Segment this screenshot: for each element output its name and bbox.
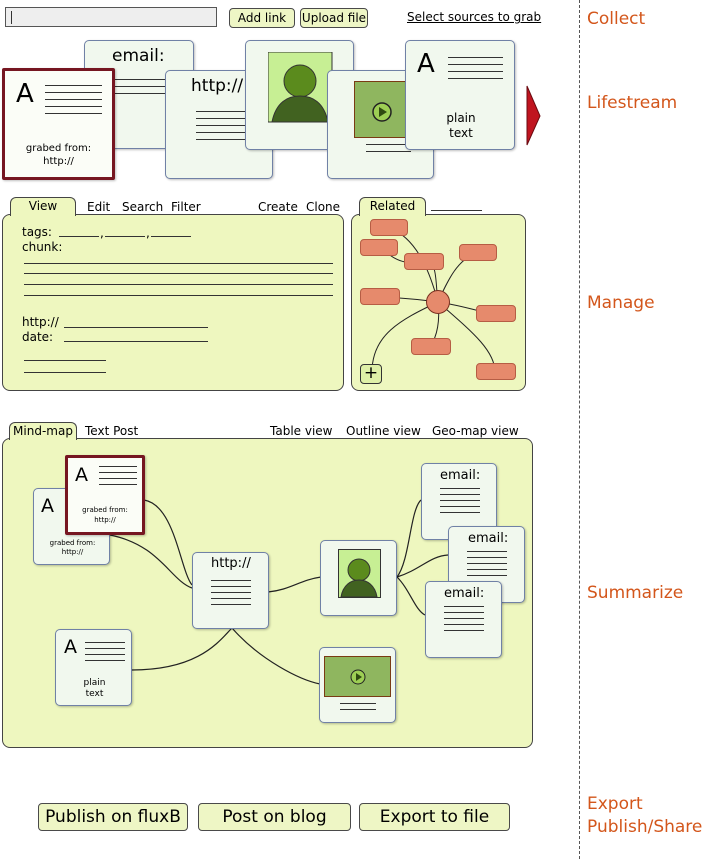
section-label-manage: Manage (587, 293, 655, 313)
card-plain-label: plain (83, 678, 106, 688)
section-label-summarize: Summarize (587, 583, 684, 603)
add-link-button[interactable]: Add link (229, 8, 295, 28)
card-text-lines (444, 606, 484, 636)
card-grabbed-from: grabed from: (82, 506, 128, 514)
tab-search[interactable]: Search (122, 200, 164, 214)
date-field[interactable] (64, 341, 208, 342)
related-node[interactable] (360, 239, 398, 256)
tab-mindmap[interactable]: Mind-map (9, 422, 77, 440)
publish-fluxb-button[interactable]: Publish on fluxB (38, 803, 188, 831)
card-grabbed-url: http:// (61, 548, 84, 556)
card-text-lines (196, 111, 251, 146)
card-text-lines (440, 488, 480, 518)
card-text-lines (211, 580, 251, 610)
card-grabbed-url: http:// (94, 516, 116, 524)
section-label-lifestream: Lifestream (587, 93, 678, 113)
manage-detail-panel (2, 214, 344, 391)
date-label: date: (22, 330, 54, 344)
section-divider (579, 0, 580, 859)
url-label: http:// (22, 315, 59, 329)
section-label-export: Export (587, 794, 643, 814)
tab-edit[interactable]: Edit (87, 200, 111, 214)
card-grabbed-from: grabed from: (25, 143, 92, 154)
clone-button[interactable]: Clone (306, 200, 341, 214)
card-http-label: http:// (211, 556, 251, 571)
tag-separator: , (100, 226, 104, 240)
related-tab-placeholder[interactable] (431, 210, 482, 211)
tag-field-1[interactable] (59, 236, 99, 237)
tab-tableview[interactable]: Table view (270, 424, 333, 438)
select-sources-link[interactable]: Select sources to grab (407, 10, 542, 24)
tab-filter[interactable]: Filter (171, 200, 201, 214)
source-url-input[interactable] (5, 7, 217, 27)
card-text-lines (45, 85, 102, 120)
related-node[interactable] (360, 288, 400, 305)
card-text-lines (467, 551, 507, 581)
card-grabbed-from: grabed from: (49, 539, 96, 547)
card-email-label: email: (440, 468, 481, 483)
card-letter-a: A (64, 636, 77, 658)
card-email-label: email: (444, 586, 485, 601)
card-text-lines (340, 703, 376, 716)
card-letter-a: A (41, 495, 54, 517)
mindmap-http-card[interactable]: http:// (192, 552, 269, 629)
card-plain-label: plain (446, 111, 476, 125)
text-cursor (11, 11, 12, 24)
tab-textpost[interactable]: Text Post (85, 424, 139, 438)
tab-related[interactable]: Related (359, 197, 426, 216)
video-thumbnail-icon (324, 656, 391, 697)
card-text-lines (99, 466, 137, 490)
post-blog-button[interactable]: Post on blog (198, 803, 351, 831)
upload-file-button[interactable]: Upload file (300, 8, 368, 28)
tab-view[interactable]: View (10, 197, 76, 216)
related-node[interactable] (370, 219, 408, 236)
mindmap-selected-card[interactable]: A grabed from: http:// (65, 455, 145, 535)
related-node[interactable] (476, 305, 516, 322)
related-center-node[interactable] (426, 290, 450, 314)
related-node[interactable] (404, 253, 444, 270)
card-text-label: text (85, 689, 104, 699)
card-letter-a: A (417, 49, 435, 79)
lifestream-play-arrow-icon[interactable] (526, 85, 542, 147)
section-label-publish-share: Publish/Share (587, 817, 703, 837)
card-text-lines (115, 79, 170, 100)
card-email-label: email: (112, 46, 165, 66)
tags-label: tags: (22, 225, 52, 239)
tab-outlineview[interactable]: Outline view (346, 424, 421, 438)
card-letter-a: A (75, 464, 88, 486)
section-label-collect: Collect (587, 9, 646, 29)
mindmap-avatar-card[interactable] (320, 540, 397, 616)
card-grabbed-url: http:// (43, 156, 74, 167)
url-field[interactable] (64, 327, 208, 328)
card-text-label: text (449, 126, 473, 140)
card-text-lines (366, 144, 411, 158)
chunk-label: chunk: (22, 240, 63, 254)
mindmap-video-card[interactable] (319, 647, 396, 723)
card-letter-a: A (16, 79, 34, 109)
lifestream-plaintext-card[interactable]: A plain text (405, 40, 515, 150)
tab-geomapview[interactable]: Geo-map view (432, 424, 519, 438)
card-text-lines (448, 57, 503, 85)
related-node[interactable] (411, 338, 451, 355)
person-avatar-icon (338, 549, 381, 598)
tag-field-2[interactable] (105, 236, 145, 237)
tag-separator: , (146, 226, 150, 240)
mindmap-email-card[interactable]: email: (425, 581, 502, 658)
tag-field-3[interactable] (151, 236, 191, 237)
create-button[interactable]: Create (258, 200, 298, 214)
related-node[interactable] (459, 244, 497, 261)
card-http-label: http:// (191, 76, 244, 96)
card-text-lines (85, 642, 125, 666)
lifestream-selected-card[interactable]: A grabed from: http:// (2, 68, 115, 180)
extra-field-2[interactable] (24, 372, 106, 373)
export-file-button[interactable]: Export to file (359, 803, 510, 831)
mindmap-plaintext-card[interactable]: A plain text (55, 629, 132, 706)
related-node[interactable] (476, 363, 516, 380)
extra-field-1[interactable] (24, 360, 106, 361)
card-email-label: email: (468, 531, 509, 546)
add-related-button[interactable]: + (360, 364, 382, 384)
